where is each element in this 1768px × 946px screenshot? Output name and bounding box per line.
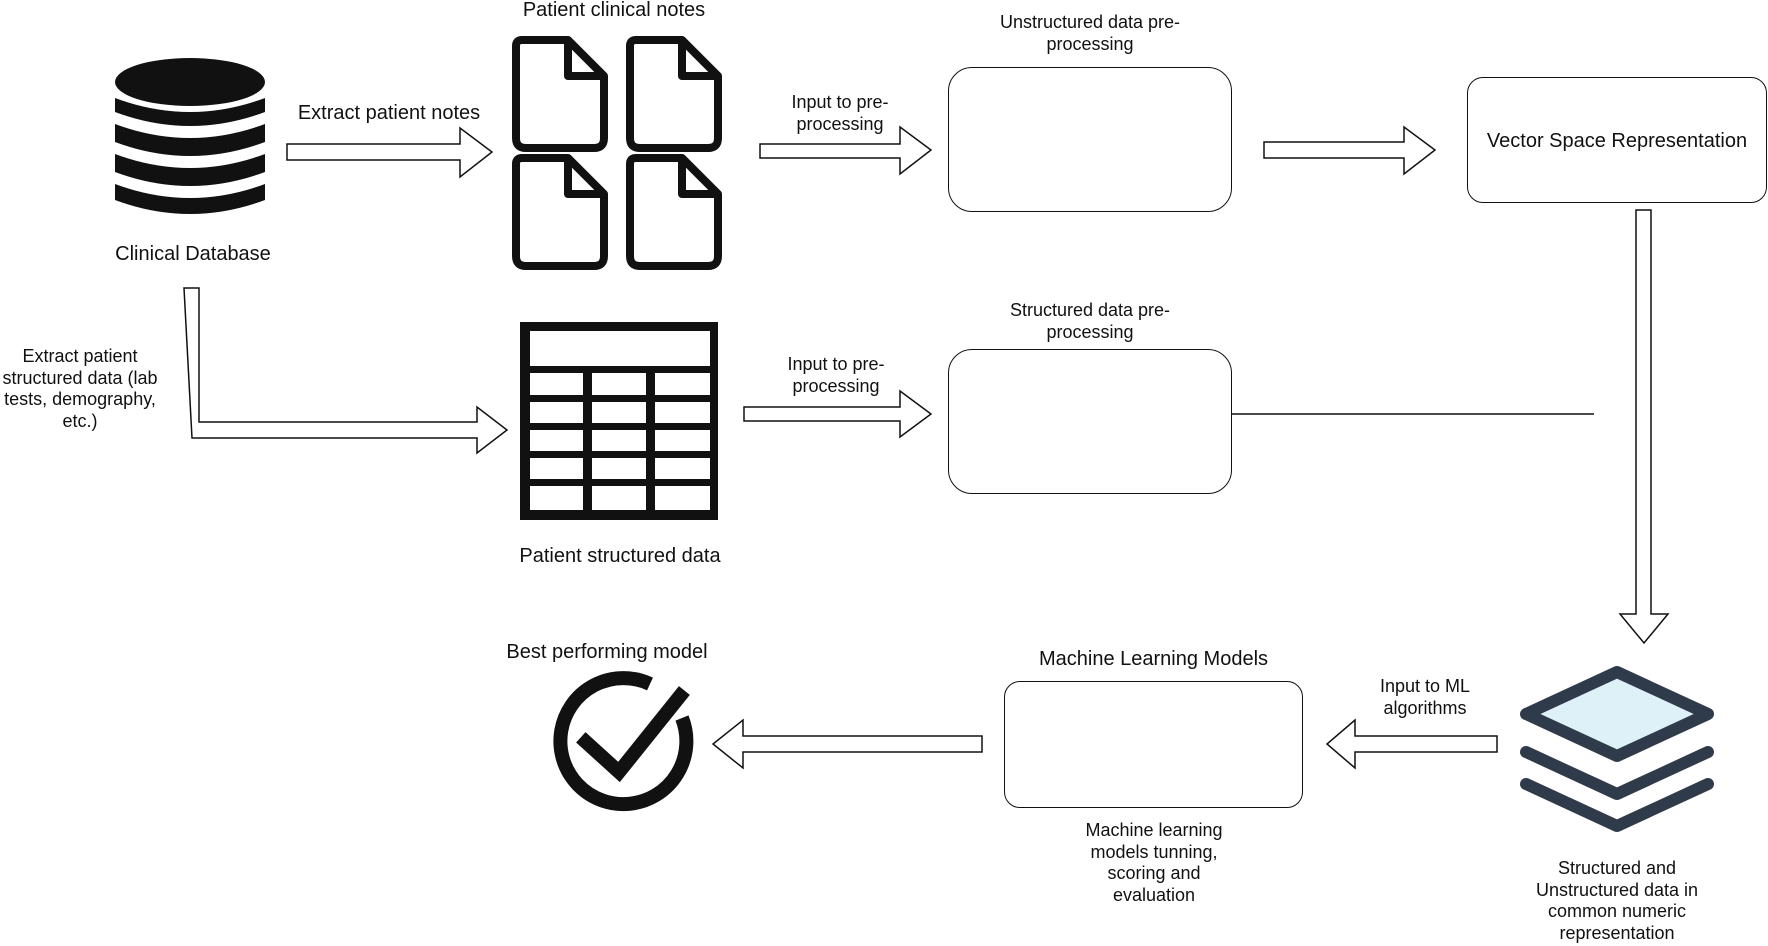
arrow-extract-structured (183, 287, 509, 455)
edge-label-input-ml: Input to ML algorithms (1379, 676, 1471, 718)
vector-space-box (1467, 77, 1767, 203)
unstructured-preproc-box (948, 67, 1232, 212)
unstructured-preproc-label: Unstructured data pre- processing (999, 12, 1181, 54)
document-icon (512, 36, 608, 152)
arrow-to-vector-space (1263, 125, 1437, 176)
structured-preproc-label: Structured data pre- processing (1009, 300, 1171, 342)
arrow-to-structured-preproc (743, 389, 933, 439)
ml-models-title: Machine Learning Models (1038, 648, 1269, 670)
document-icon (626, 154, 722, 270)
arrow-extract-notes (286, 126, 494, 179)
arrow-vector-to-common (1618, 209, 1670, 645)
common-representation-label: Structured and Unstructured data in comm… (1535, 858, 1699, 943)
best-model-label: Best performing model (506, 641, 708, 663)
check-circle-icon (553, 671, 694, 812)
edge-label-extract-notes: Extract patient notes (297, 102, 481, 124)
layers-icon (1520, 666, 1714, 832)
arrow-to-best-model (711, 718, 983, 770)
structured-preproc-box (948, 349, 1232, 494)
arrow-to-ml-models (1325, 718, 1498, 770)
edge-label-input-preproc-structured: Input to pre- processing (787, 354, 885, 396)
patient-structured-data-label: Patient structured data (519, 545, 721, 567)
ml-models-box (1004, 681, 1303, 808)
edge-label-input-preproc-notes: Input to pre- processing (791, 92, 889, 134)
database-icon (115, 58, 265, 214)
arrow-to-unstructured-preproc (759, 125, 933, 176)
patient-clinical-notes-label: Patient clinical notes (522, 0, 706, 21)
clinical-database-label: Clinical Database (115, 243, 271, 265)
vector-space-label: Vector Space Representation (1486, 130, 1748, 152)
document-icon (626, 36, 722, 152)
document-icon (512, 154, 608, 270)
edge-label-extract-structured: Extract patient structured data (lab tes… (2, 346, 158, 431)
table-icon (520, 322, 718, 520)
document-icons (512, 36, 722, 270)
ml-models-description: Machine learning models tunning, scoring… (1085, 820, 1223, 905)
